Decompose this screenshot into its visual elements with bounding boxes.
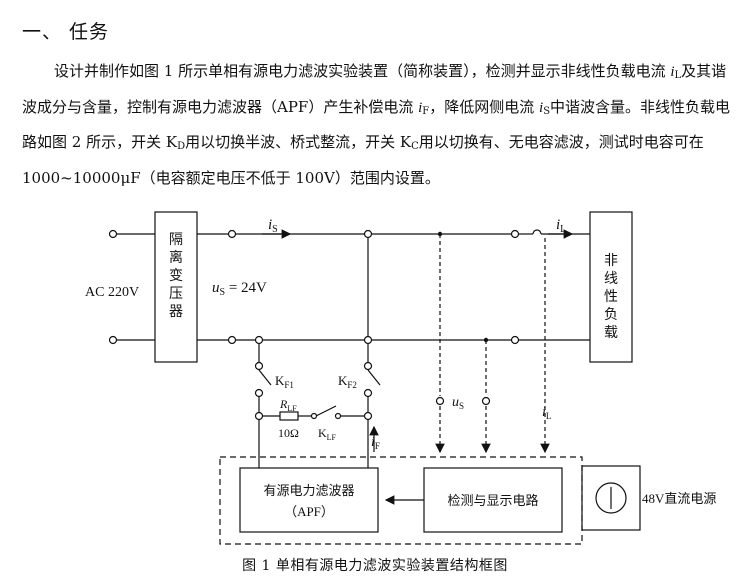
- transformer-box: [154, 211, 198, 363]
- terminal: [108, 335, 118, 345]
- terminal: [227, 229, 237, 239]
- section-heading: 一、 任务: [22, 21, 110, 43]
- apf-label-2: （APF）: [284, 504, 334, 519]
- terminal: [108, 229, 118, 239]
- terminal: [510, 335, 520, 345]
- terminal: [363, 388, 373, 398]
- us-value-label: uS = 24V: [212, 280, 267, 298]
- terminal: [510, 229, 520, 239]
- load-label: 非 线 性 负 载: [604, 253, 622, 341]
- klf-label: KLF: [318, 426, 337, 442]
- terminal: [254, 411, 264, 421]
- switch-klf: [315, 405, 337, 417]
- apf-label-1: 有源电力滤波器: [263, 483, 354, 498]
- terminal: [363, 335, 373, 345]
- terminal: [310, 412, 318, 420]
- power-box: [581, 465, 641, 531]
- load-box: [589, 211, 633, 363]
- terminal: [334, 412, 342, 420]
- kf2-label: KF2: [338, 373, 357, 390]
- terminal: [481, 396, 491, 406]
- terminal: [363, 361, 373, 371]
- transformer-label: 隔 离 变 压 器: [169, 232, 187, 320]
- figure-caption: 图 1 单相有源电力滤波实验装置结构框图: [242, 558, 508, 574]
- terminal: [254, 388, 264, 398]
- il-label: iL: [556, 217, 566, 235]
- is-label: iS: [268, 217, 278, 235]
- terminal: [363, 229, 373, 239]
- dc-source-icon: [595, 482, 627, 514]
- ohm-label: 10Ω: [278, 426, 299, 440]
- terminal: [363, 411, 373, 421]
- terminal: [227, 335, 237, 345]
- terminal: [254, 335, 264, 345]
- ac-label: AC 220V: [85, 285, 139, 300]
- detect-label: 检测与显示电路: [447, 493, 538, 508]
- switch-kf1: [258, 369, 272, 386]
- terminal: [435, 396, 445, 406]
- il-meas-label: iL: [542, 405, 551, 421]
- switch-kf2: [367, 369, 381, 386]
- apf-box: [239, 467, 379, 533]
- us-meas-label: uS: [452, 395, 464, 411]
- rlf-label: RLF: [279, 397, 297, 413]
- resistor-rlf: [279, 411, 299, 421]
- if-label: iF: [371, 435, 380, 451]
- power-label: 48V直流电源: [642, 491, 716, 506]
- task-paragraph: 设计并制作如图 1 所示单相有源电力滤波实验装置（简称装置），检测并显示非线性负…: [22, 62, 731, 187]
- kf1-label: KF1: [275, 373, 294, 390]
- terminal: [254, 361, 264, 371]
